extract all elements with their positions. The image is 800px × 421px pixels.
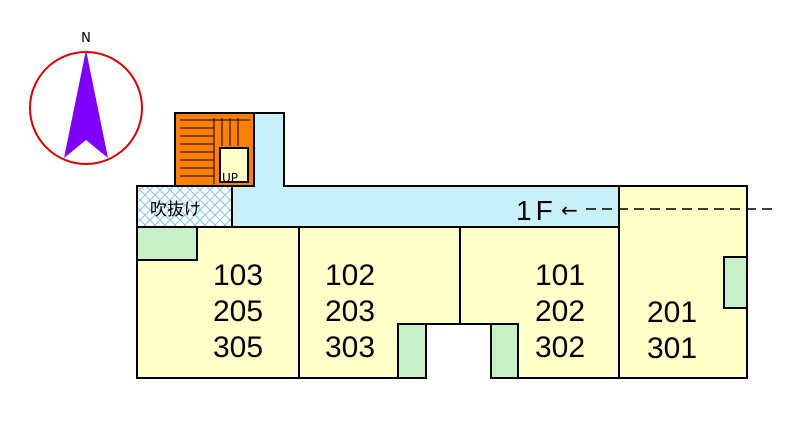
stairwell: UP <box>174 112 255 187</box>
floor-label: 1F <box>516 195 557 226</box>
unit-201-label-2: 301 <box>647 332 697 365</box>
unit-101-label-2: 202 <box>535 295 585 328</box>
stair-up-label: UP <box>222 171 238 185</box>
void-area: 吹抜け <box>136 185 233 228</box>
stair-steps <box>180 118 250 184</box>
unit-201: 201 301 <box>618 185 748 379</box>
void-label: 吹抜け <box>150 200 201 220</box>
unit-103-fixture <box>136 226 198 261</box>
unit-103-label-3: 305 <box>213 331 263 364</box>
compass: N <box>29 31 143 165</box>
unit-103-label-1: 103 <box>213 259 263 292</box>
unit-101-label-1: 101 <box>535 259 585 292</box>
unit-102-label-3: 303 <box>325 331 375 364</box>
unit-101-fixture <box>490 323 519 379</box>
unit-101-label-3: 302 <box>535 331 585 364</box>
entrance-arrow-icon: ← <box>561 198 578 222</box>
unit-102-label-1: 102 <box>325 259 375 292</box>
compass-north-label: N <box>81 31 91 46</box>
unit-201-fixture <box>723 256 748 309</box>
unit-102-fixture <box>397 323 427 379</box>
stair-landing <box>219 147 249 183</box>
unit-201-label-1: 201 <box>647 296 697 329</box>
unit-102: 102 203 303 <box>298 226 461 379</box>
unit-102-label-2: 203 <box>325 295 375 328</box>
unit-103-label-2: 205 <box>213 295 263 328</box>
courtyard-notch <box>427 325 490 385</box>
compass-needle-icon <box>64 50 108 158</box>
unit-101: 101 202 302 <box>459 226 620 379</box>
unit-103: 103 205 305 <box>136 226 300 379</box>
